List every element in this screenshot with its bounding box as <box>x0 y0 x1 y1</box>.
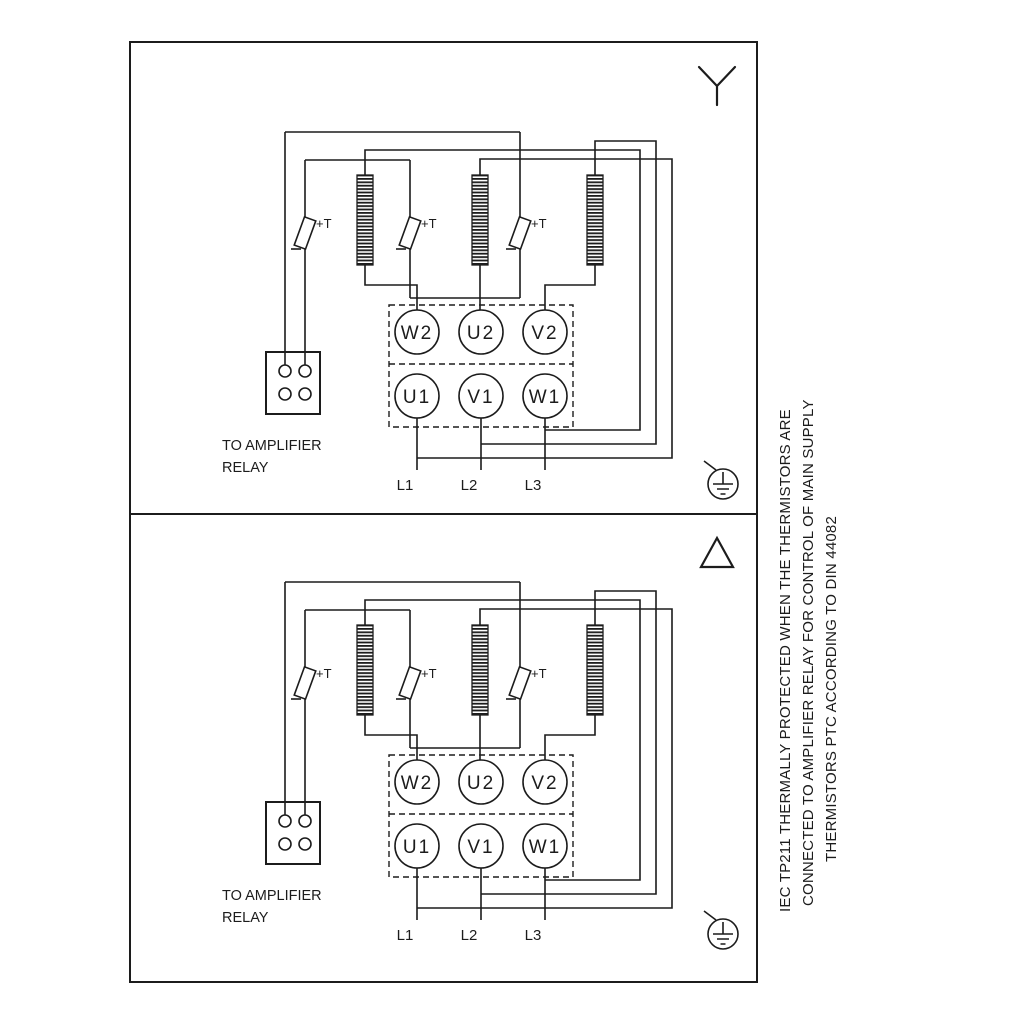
panel-star-connection <box>221 65 739 500</box>
panel-border-delta <box>129 513 758 983</box>
note-line-1: IEC TP211 THERMALLY PROTECTED WHEN THE T… <box>777 409 794 912</box>
delta-connection-icon <box>699 535 735 569</box>
note-line-2: CONNECTED TO AMPLIFIER RELAY FOR CONTROL… <box>800 399 817 906</box>
note-column: IEC TP211 THERMALLY PROTECTED WHEN THE T… <box>777 399 840 912</box>
star-connection-icon <box>697 65 737 107</box>
note-line-3: THERMISTORS PTC ACCORDING TO DIN 44082 <box>823 516 840 862</box>
panel-delta-connection <box>221 535 739 950</box>
